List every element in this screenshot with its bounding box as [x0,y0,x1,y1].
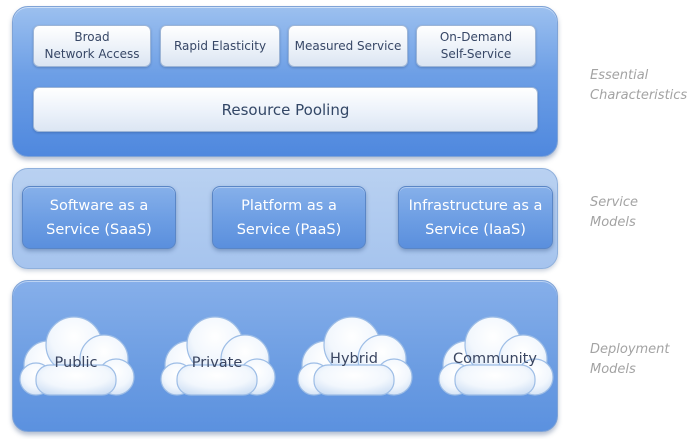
deployment-model-public: Public [14,307,138,402]
deployment-model-private: Private [155,307,279,402]
deployment-model-public-label: Public [54,355,98,371]
deployment-model-community-label: Community [453,351,537,367]
service-model-iaas: Infrastructure as a Service (IaaS) [398,186,553,249]
service-model-paas: Platform as a Service (PaaS) [212,186,366,249]
characteristic-broad-network-access: Broad Network Access [33,25,151,67]
deployment-model-hybrid: Hybrid [292,307,416,402]
deployment-model-hybrid-label: Hybrid [330,351,378,367]
side-label-essential-characteristics: Essential Characteristics [590,68,688,103]
characteristic-measured-service: Measured Service [288,25,408,67]
resource-pooling-box: Resource Pooling [33,87,538,132]
characteristic-rapid-elasticity: Rapid Elasticity [160,25,280,67]
deployment-model-private-label: Private [191,355,243,371]
service-model-saas: Software as a Service (SaaS) [22,186,176,249]
side-label-deployment-models: Deployment Models [590,342,670,377]
deployment-model-community: Community [433,307,557,402]
characteristic-on-demand-self-service: On-Demand Self-Service [416,25,536,67]
side-label-service-models: Service Models [590,195,639,230]
